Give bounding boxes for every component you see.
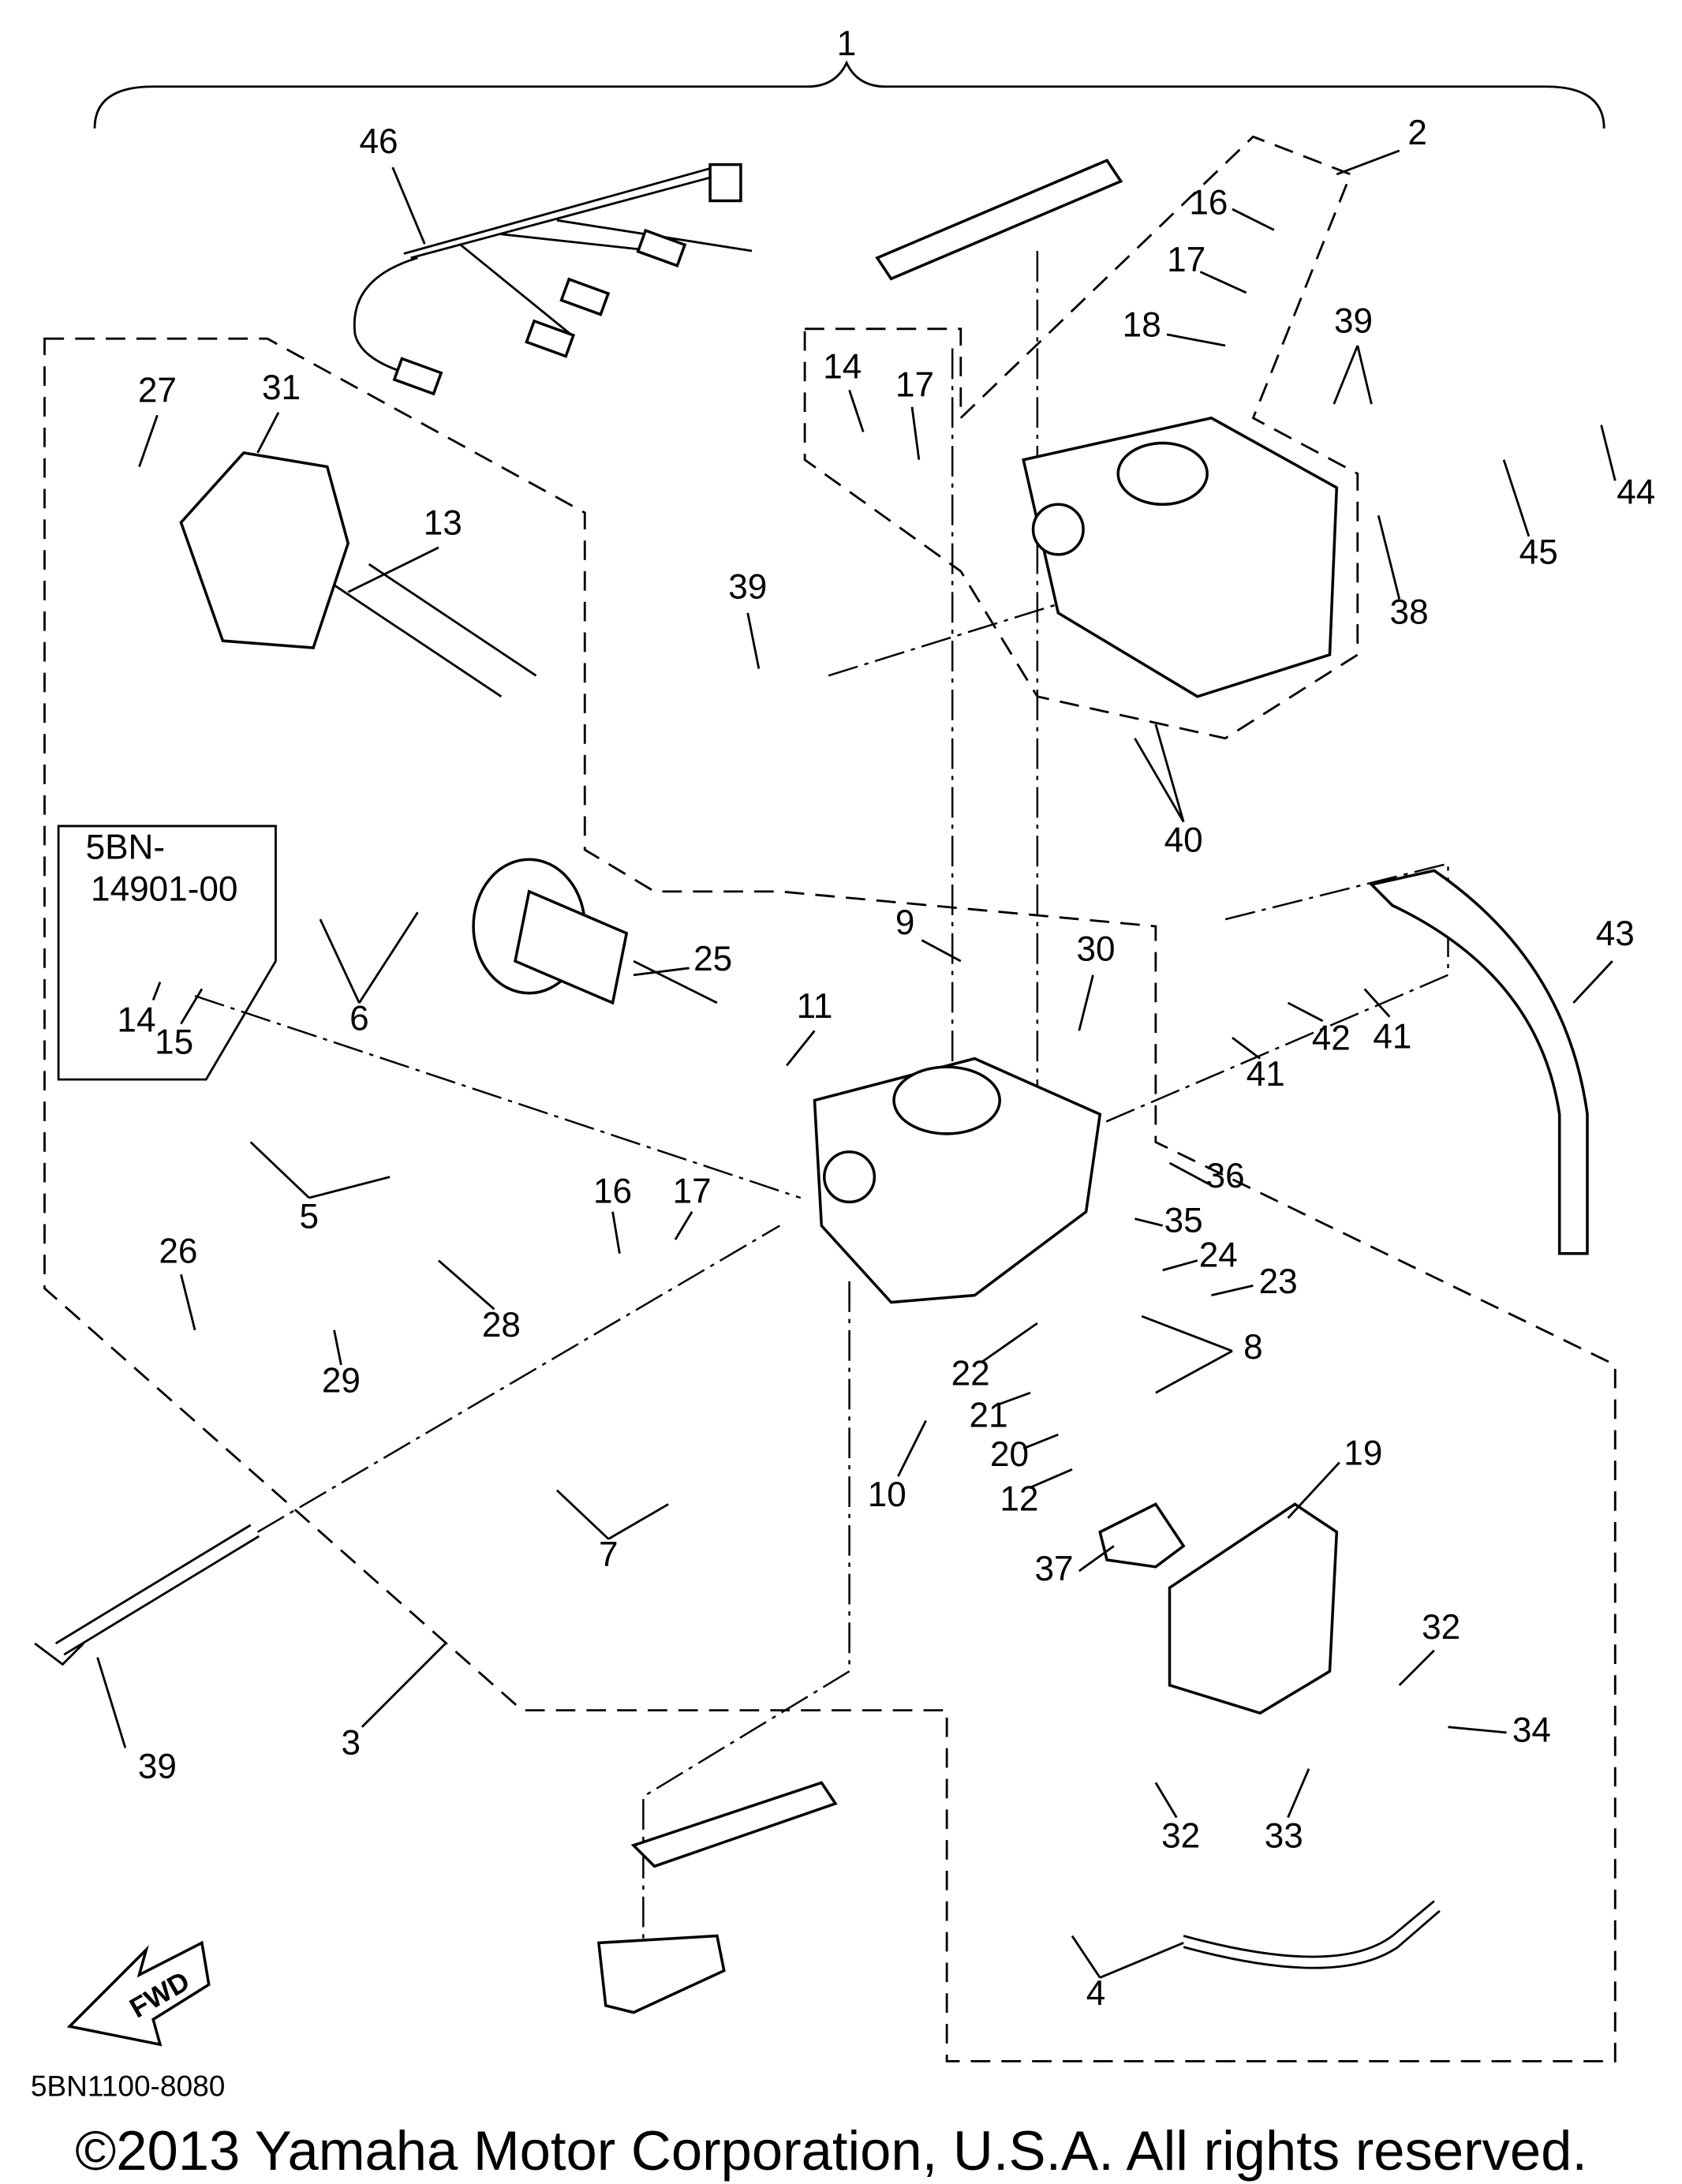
callout-44: 44 xyxy=(1617,473,1655,512)
callout-16: 16 xyxy=(1189,183,1228,222)
callout-31: 31 xyxy=(262,368,301,407)
callout-25: 25 xyxy=(693,940,732,978)
forward-arrow-icon: FWD xyxy=(66,1940,211,2047)
fuel-hose xyxy=(1368,869,1589,1255)
bracket-upper xyxy=(875,159,1123,281)
callout-22: 22 xyxy=(951,1355,990,1393)
callout-34: 34 xyxy=(1512,1711,1551,1750)
callout-5: 5 xyxy=(300,1197,320,1236)
callout-38: 38 xyxy=(1390,593,1429,631)
callout-15: 15 xyxy=(155,1023,193,1062)
callout-7: 7 xyxy=(599,1535,619,1574)
callout-26: 26 xyxy=(159,1232,197,1270)
callout-12: 12 xyxy=(1000,1480,1038,1519)
callout-1: 1 xyxy=(837,24,857,63)
callout-10: 10 xyxy=(868,1475,906,1514)
callout-17: 17 xyxy=(895,366,934,405)
carburetor-body xyxy=(813,1056,1102,1304)
choke-lever xyxy=(1098,1502,1186,1569)
callout-18: 18 xyxy=(1123,306,1161,345)
callout-36: 36 xyxy=(1206,1157,1245,1195)
group-outline-2 xyxy=(803,135,1359,740)
assembly-axis xyxy=(194,995,802,1199)
callout-35: 35 xyxy=(1164,1202,1203,1240)
callout-14: 14 xyxy=(117,1000,155,1039)
kit-box-line2: 14901-00 xyxy=(91,870,237,909)
callout-29: 29 xyxy=(322,1362,361,1401)
copyright: ©2013 Yamaha Motor Corporation, U.S.A. A… xyxy=(75,2119,1587,2182)
callout-30: 30 xyxy=(1076,929,1115,968)
float-bowl xyxy=(1168,1502,1339,1715)
assembly-axis xyxy=(256,1225,780,1533)
callout-32: 32 xyxy=(1422,1608,1460,1647)
callout-13: 13 xyxy=(424,503,462,542)
callout-28: 28 xyxy=(482,1306,521,1344)
diaphragm-piston xyxy=(472,858,718,1005)
callout-16: 16 xyxy=(593,1172,632,1210)
callouts: 1 2 46 16 17 18 39 27 31 14 17 44 45 38 … xyxy=(117,24,1655,2013)
callout-24: 24 xyxy=(1199,1236,1238,1275)
callout-39: 39 xyxy=(728,568,767,607)
callout-39: 39 xyxy=(1334,301,1373,340)
callout-2: 2 xyxy=(1407,114,1427,152)
kit-box xyxy=(57,825,277,1081)
callout-14: 14 xyxy=(823,348,862,387)
callout-20: 20 xyxy=(990,1435,1029,1474)
callout-45: 45 xyxy=(1519,533,1558,571)
bracket xyxy=(596,1934,726,2014)
callout-8: 8 xyxy=(1243,1328,1263,1367)
callout-32: 32 xyxy=(1161,1817,1200,1856)
callout-41: 41 xyxy=(1373,1018,1411,1056)
diagram-code: 5BN1100-8080 xyxy=(31,2069,225,2102)
cable xyxy=(1183,1900,1441,1969)
callout-41: 41 xyxy=(1247,1055,1285,1094)
assembly-axis xyxy=(642,1281,850,2006)
callout-23: 23 xyxy=(1259,1262,1298,1301)
callout-11: 11 xyxy=(797,987,833,1026)
callout-17: 17 xyxy=(1167,241,1205,279)
callout-37: 37 xyxy=(1034,1550,1073,1588)
callout-42: 42 xyxy=(1312,1019,1351,1057)
spring xyxy=(333,563,537,697)
callout-40: 40 xyxy=(1164,821,1203,860)
callout-3: 3 xyxy=(341,1723,361,1762)
callout-46: 46 xyxy=(360,122,398,161)
callout-9: 9 xyxy=(895,903,915,942)
assembly-axis xyxy=(1057,862,1449,1143)
callout-19: 19 xyxy=(1344,1434,1382,1472)
group-outline-3 xyxy=(43,337,1617,2062)
leader-lines xyxy=(96,149,1617,1979)
top-cover xyxy=(179,451,350,649)
callout-17: 17 xyxy=(673,1172,712,1210)
wire-harness xyxy=(353,163,753,396)
carburetor-body-2 xyxy=(1022,416,1339,698)
callout-33: 33 xyxy=(1265,1817,1303,1856)
callout-39: 39 xyxy=(138,1747,177,1786)
callout-4: 4 xyxy=(1086,1974,1106,2013)
callout-43: 43 xyxy=(1596,914,1635,953)
callout-6: 6 xyxy=(349,1000,369,1038)
assembly-brace xyxy=(93,60,1605,129)
bracket-top xyxy=(630,1781,838,1868)
kit-box-line1: 5BN- xyxy=(86,828,166,867)
callout-27: 27 xyxy=(138,372,177,410)
throttle-shaft xyxy=(34,1524,260,1666)
callout-21: 21 xyxy=(970,1397,1008,1435)
